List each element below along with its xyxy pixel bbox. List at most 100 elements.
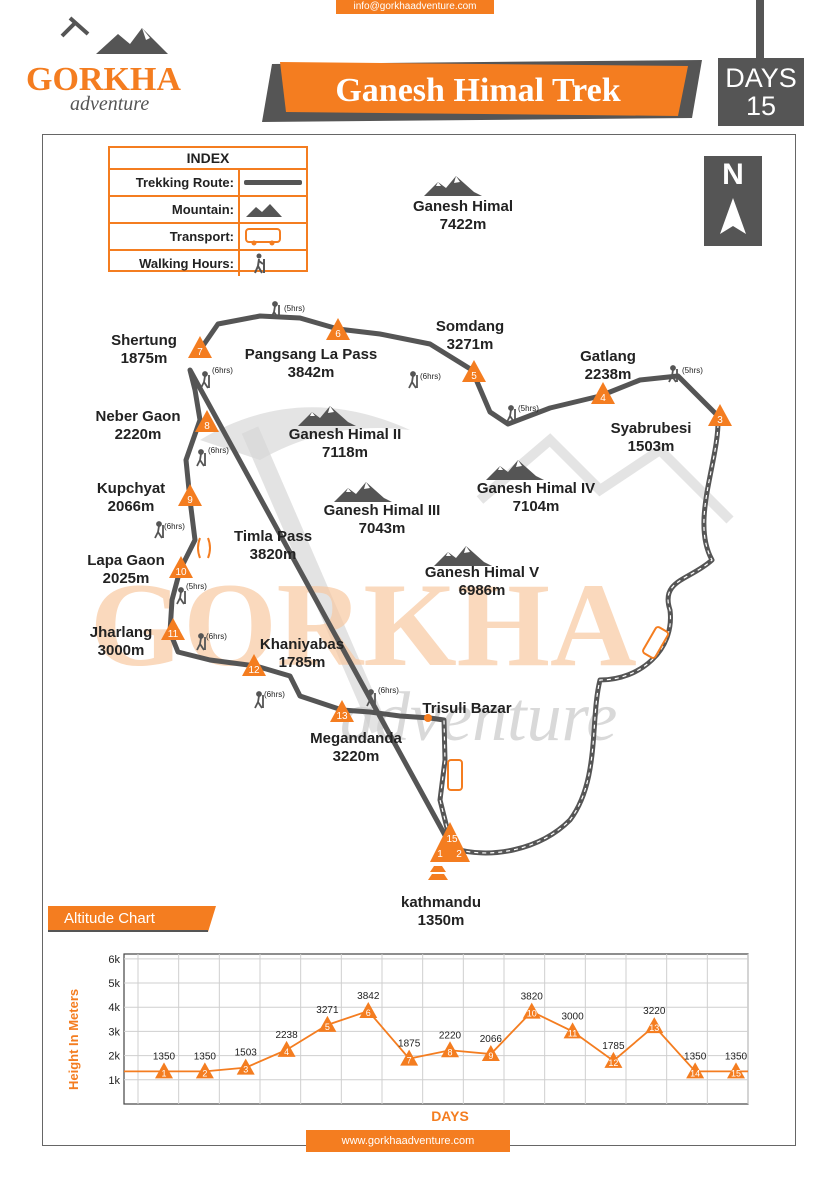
- index-label: Trekking Route:: [135, 175, 234, 190]
- stop-marker: 11: [161, 618, 185, 640]
- hiker-icon: [254, 691, 264, 709]
- chart-point-day: 10: [527, 1009, 537, 1019]
- logo-sub: adventure: [70, 93, 149, 114]
- chart-point: [318, 1015, 337, 1032]
- compass-arrow-icon: [720, 198, 746, 234]
- altitude-chart-tab: [48, 906, 216, 932]
- index-divider: [238, 251, 240, 276]
- svg-text:3: 3: [717, 415, 723, 426]
- chart-data-label: 3000: [561, 1011, 584, 1022]
- index-label: Walking Hours:: [139, 256, 234, 271]
- svg-text:5: 5: [471, 371, 477, 382]
- svg-text:13: 13: [336, 711, 348, 722]
- stop-marker: 8: [195, 410, 219, 432]
- chart-data-label: 1350: [153, 1051, 176, 1062]
- logo-word: GORKHA: [26, 61, 181, 98]
- stop-marker: 3: [708, 404, 732, 426]
- chart-point-day: 7: [407, 1056, 412, 1066]
- chart-data-label: 3820: [521, 992, 544, 1003]
- y-tick-label: 5k: [108, 978, 120, 990]
- north-arrow: N: [704, 156, 762, 246]
- stop-marker: 9: [178, 484, 202, 506]
- chart-data-label: 1785: [602, 1041, 625, 1052]
- index-row: Mountain:: [110, 197, 306, 224]
- chart-point: [481, 1045, 500, 1062]
- chart-point: [359, 1002, 378, 1019]
- chart-point-day: 3: [243, 1065, 248, 1075]
- logo: GORKHA adventure: [18, 14, 208, 115]
- index-title: INDEX: [110, 148, 306, 170]
- altitude-chart-title: Altitude Chart: [64, 910, 155, 927]
- chart-data-label: 1350: [684, 1051, 707, 1062]
- hiker-icon: [196, 449, 206, 467]
- bus-icon: [245, 228, 281, 246]
- stop-marker: 7: [188, 336, 212, 358]
- days-label: DAYS: [725, 63, 797, 93]
- hiker-icon: [366, 689, 376, 707]
- chart-point: [236, 1058, 255, 1075]
- place-label: Trisuli Bazar: [422, 700, 512, 717]
- stop-marker: 4: [591, 382, 615, 404]
- chart-point: [686, 1062, 705, 1079]
- email-banner[interactable]: info@gorkhaadventure.com: [336, 0, 494, 14]
- north-letter: N: [722, 158, 744, 191]
- chart-point-day: 6: [366, 1008, 371, 1018]
- index-divider: [238, 170, 240, 195]
- chart-point-day: 11: [568, 1028, 577, 1038]
- hours-label: (5hrs): [518, 404, 539, 413]
- chart-point: [563, 1022, 582, 1039]
- chart-point: [645, 1017, 664, 1034]
- logo-mountains-icon: GORKHA adventure: [26, 16, 181, 115]
- hours-label: (5hrs): [284, 304, 305, 313]
- svg-text:2: 2: [456, 849, 462, 860]
- chart-point: [441, 1041, 459, 1058]
- stop-marker: 13: [330, 700, 354, 722]
- chart-data-label: 3271: [316, 1005, 339, 1016]
- svg-text:9: 9: [187, 495, 193, 506]
- svg-text:7: 7: [197, 347, 203, 358]
- hours-label: (6hrs): [378, 686, 399, 695]
- mountain-icon: [246, 204, 282, 217]
- hiker-icon: [408, 371, 418, 389]
- y-tick-label: 1k: [108, 1075, 120, 1087]
- chart-data-label: 2238: [275, 1030, 298, 1041]
- route-line-icon: [244, 180, 302, 185]
- chart-point-day: 8: [447, 1047, 452, 1057]
- index-divider: [238, 197, 240, 222]
- hours-label: (5hrs): [186, 582, 207, 591]
- chart-point-day: 9: [488, 1051, 493, 1061]
- chart-data-label: 2220: [439, 1030, 462, 1041]
- index-divider: [238, 224, 240, 249]
- page-title: Ganesh Himal Trek: [335, 72, 621, 109]
- svg-text:4: 4: [600, 393, 606, 404]
- bus-icon: [447, 759, 463, 791]
- website-link[interactable]: www.gorkhaadventure.com: [306, 1130, 510, 1152]
- header-rope: [756, 0, 764, 60]
- svg-text:adventure: adventure: [340, 679, 617, 756]
- mountain-icon: [298, 406, 356, 426]
- stop-marker: 10: [169, 556, 193, 578]
- chart-point-day: 15: [731, 1068, 741, 1078]
- chart-data-label: 1503: [235, 1048, 258, 1059]
- chart-point: [277, 1040, 296, 1057]
- hiker-icon: [506, 405, 516, 423]
- map-index: INDEX Trekking Route: Mountain: Transpor…: [108, 146, 308, 276]
- chart-data-label: 3220: [643, 1006, 666, 1017]
- svg-text:10: 10: [175, 567, 187, 578]
- hours-label: (6hrs): [206, 632, 227, 641]
- chart-point-day: 12: [608, 1058, 618, 1068]
